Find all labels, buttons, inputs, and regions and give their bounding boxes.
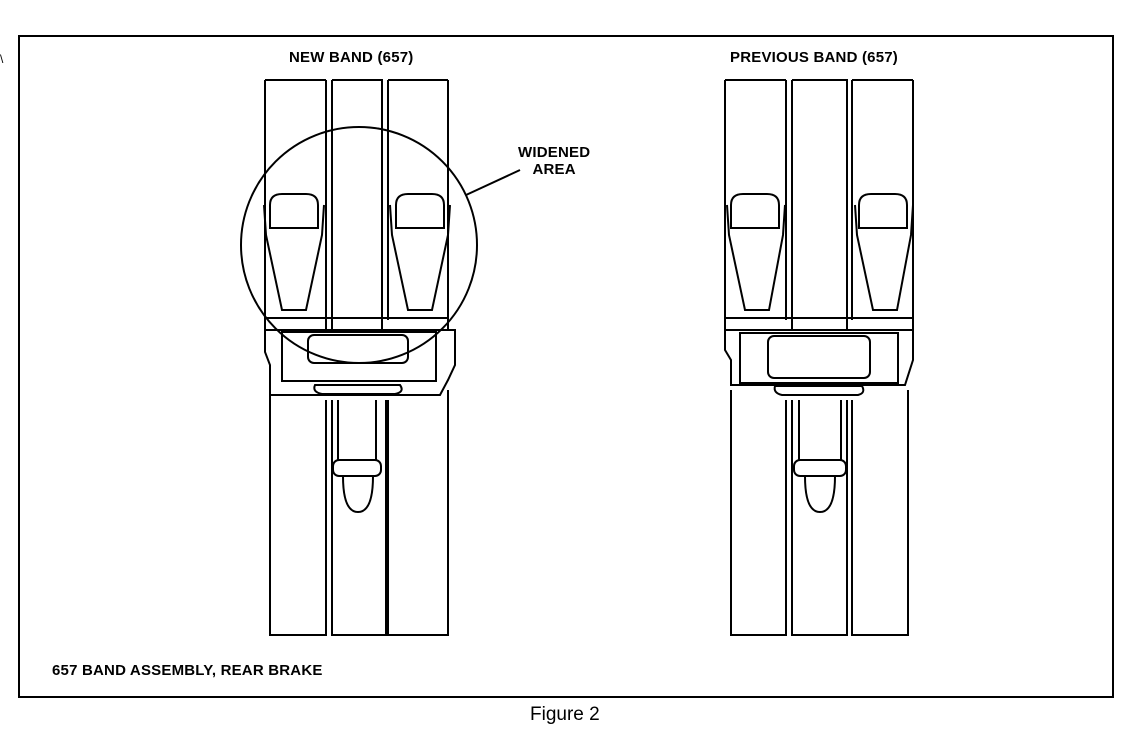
previous-band-label: PREVIOUS BAND (657) [730, 49, 899, 66]
widened-area-line2: AREA [532, 161, 576, 178]
widened-area-line1: WIDENED [518, 144, 591, 161]
new-band-left-strip [264, 79, 327, 330]
widened-area-label: WIDENED AREA [518, 144, 590, 178]
widened-area-circle [240, 126, 478, 364]
new-band-center-strip [331, 79, 383, 330]
edge-mark: \ [0, 52, 4, 66]
figure-number: Figure 2 [530, 704, 600, 725]
widened-leader-line [465, 169, 521, 196]
figure-caption: 657 BAND ASSEMBLY, REAR BRAKE [52, 662, 323, 679]
new-band-label: NEW BAND (657) [289, 49, 414, 66]
new-band-block [264, 329, 456, 396]
previous-band-drawing [724, 79, 914, 636]
previous-band-block [724, 329, 914, 386]
new-band-drawing [240, 79, 521, 636]
previous-band-center-strip [791, 79, 848, 330]
figure-frame [18, 35, 1114, 698]
